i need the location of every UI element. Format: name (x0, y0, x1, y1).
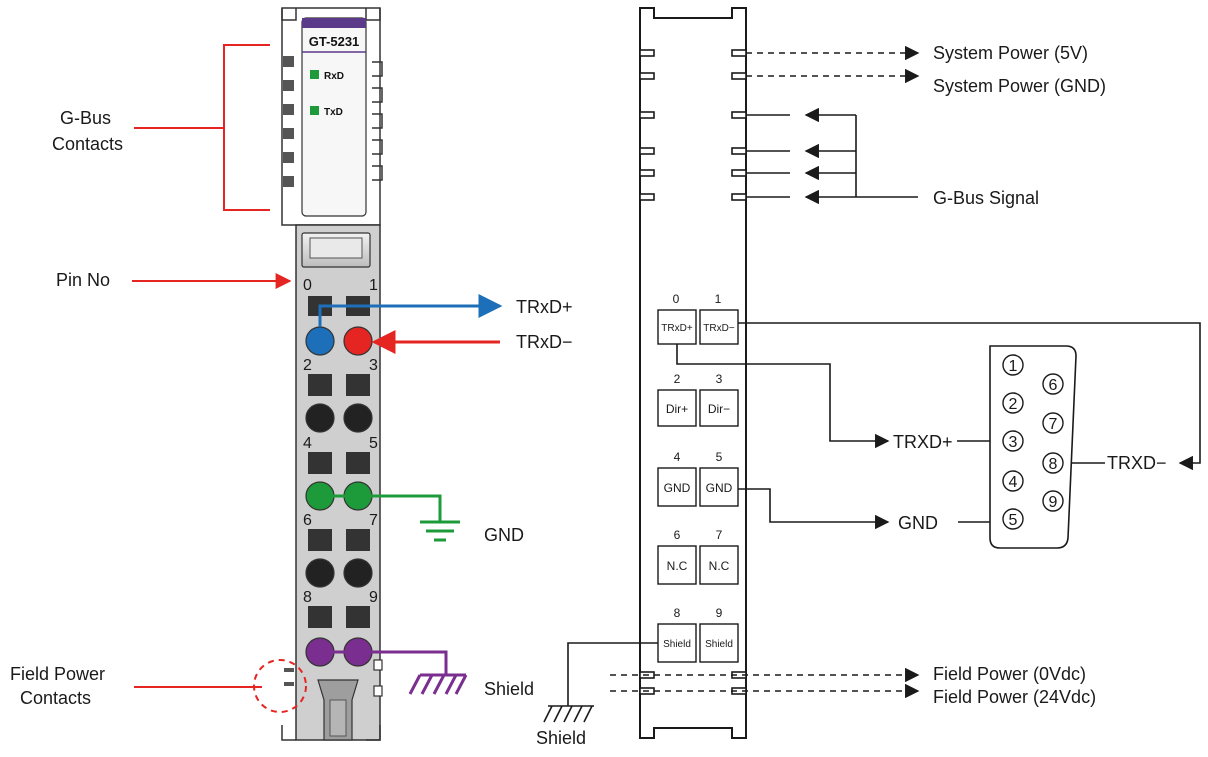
system-power-5v-label: System Power (5V) (933, 43, 1088, 63)
field-power-highlight (253, 659, 307, 713)
terminal-label-7: N.C (709, 559, 730, 573)
gbus-contacts-label-line2: Contacts (52, 134, 123, 154)
trxd-minus-right-label: TRXD− (1107, 453, 1167, 473)
wire-gnd (320, 494, 460, 542)
gbus-bracket (134, 44, 270, 211)
pin-number-6: 6 (303, 512, 312, 529)
trxd-plus-right-label: TRXD+ (893, 432, 953, 452)
gnd-right-label: GND (898, 513, 938, 533)
rxd-led-label: RxD (324, 71, 344, 82)
terminal-pin-2: 2 (674, 372, 681, 386)
terminal-pin-1: 1 (715, 292, 722, 306)
db9-pin-6: 6 (1049, 377, 1058, 394)
db9-pin-4: 4 (1009, 474, 1018, 491)
terminal-2-hole (305, 403, 335, 433)
db9-pin-1: 1 (1009, 358, 1018, 375)
module-model-label: GT-5231 (309, 34, 360, 49)
wire-trxd-plus (318, 294, 503, 327)
wire-shield (320, 650, 468, 695)
terminal-label-5: GND (706, 481, 733, 495)
terminal-label-4: GND (664, 481, 691, 495)
wire-trxd-minus-right (738, 322, 1201, 471)
terminal-label-1: TRxD− (703, 323, 735, 334)
terminal-pin-5: 5 (716, 450, 723, 464)
gbus-contacts-label-line1: G-Bus (60, 108, 111, 128)
terminal-label-3: Dir− (708, 402, 730, 416)
terminal-3-hole (343, 403, 373, 433)
field-power-label-line2: Contacts (20, 688, 91, 708)
pin-number-2: 2 (303, 357, 312, 374)
trxd-minus-label: TRxD− (516, 332, 573, 352)
terminal-1-hole (343, 326, 373, 356)
pin-number-0: 0 (303, 277, 312, 294)
gbus-signal-lines (746, 107, 918, 205)
pin-number-1: 1 (369, 277, 378, 294)
pin-number-7: 7 (369, 512, 378, 529)
db9-pin-9: 9 (1049, 494, 1058, 511)
shield-right-label: Shield (536, 728, 586, 748)
terminal-label-0: TRxD+ (661, 323, 693, 334)
db9-pin-8: 8 (1049, 456, 1058, 473)
terminal-pin-4: 4 (674, 450, 681, 464)
gbus-signal-label: G-Bus Signal (933, 188, 1039, 208)
pin-number-3: 3 (369, 357, 378, 374)
db9-connector: 1 2 3 4 5 6 7 8 9 (989, 345, 1077, 549)
terminal-hole (343, 558, 373, 588)
terminal-label-8: Shield (663, 639, 691, 650)
wire-shield-right (543, 642, 658, 723)
terminal-label-6: N.C (667, 559, 688, 573)
txd-led-label: TxD (324, 107, 343, 118)
trxd-plus-label: TRxD+ (516, 297, 573, 317)
field-power-24v-label: Field Power (24Vdc) (933, 687, 1096, 707)
terminal-pin-0: 0 (673, 292, 680, 306)
terminal-block: 0 1 TRxD+ TRxD− 2 3 Dir+ Dir− 4 5 GND GN… (657, 292, 739, 663)
terminal-hole (305, 558, 335, 588)
terminal-release-slots (308, 296, 370, 628)
txd-led-icon (310, 106, 319, 115)
terminal-pin-8: 8 (674, 606, 681, 620)
wire-gnd-right (738, 488, 890, 530)
shield-label-left: Shield (484, 679, 534, 699)
field-power-label-line1: Field Power (10, 664, 105, 684)
field-power-0v-label: Field Power (0Vdc) (933, 664, 1086, 684)
terminal-pin-9: 9 (716, 606, 723, 620)
terminal-label-9: Shield (705, 639, 733, 650)
system-power-gnd-label: System Power (GND) (933, 76, 1106, 96)
pin-number-4: 4 (303, 435, 312, 452)
db9-pin-7: 7 (1049, 416, 1058, 433)
terminal-label-2: Dir+ (666, 402, 688, 416)
db9-pin-3: 3 (1009, 434, 1018, 451)
db9-pin-5: 5 (1009, 512, 1018, 529)
module-drawing: GT-5231 RxD TxD 0 1 2 3 4 (281, 7, 383, 741)
pin-no-label: Pin No (56, 270, 110, 290)
pin-number-5: 5 (369, 435, 378, 452)
gbus-contacts (283, 56, 294, 187)
terminal-pin-6: 6 (674, 528, 681, 542)
pin-number-9: 9 (369, 589, 378, 606)
terminal-pin-3: 3 (716, 372, 723, 386)
db9-pin-2: 2 (1009, 396, 1018, 413)
gnd-label-left: GND (484, 525, 524, 545)
rxd-led-icon (310, 70, 319, 79)
terminal-pin-7: 7 (716, 528, 723, 542)
pin-number-8: 8 (303, 589, 312, 606)
wire-trxd-plus-right (676, 344, 890, 449)
terminal-0-hole (305, 326, 335, 356)
